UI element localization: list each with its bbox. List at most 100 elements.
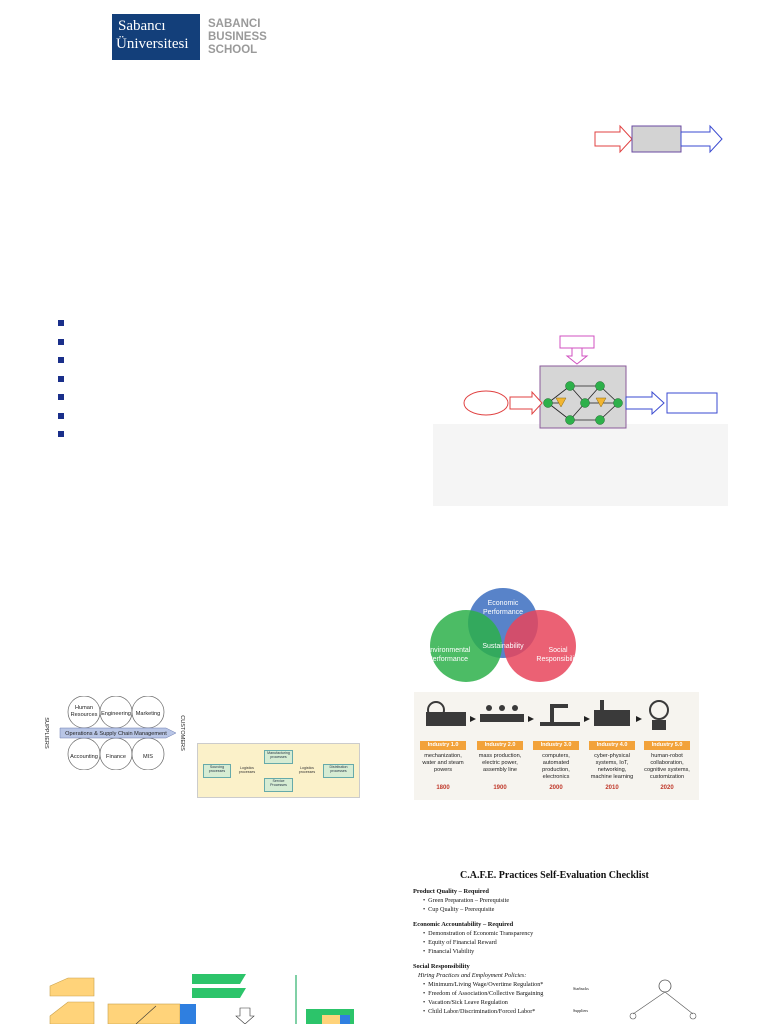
checklist-item: Equity of Financial Reward — [423, 939, 497, 946]
humanoid-robot-icon — [649, 700, 669, 720]
industry-description: mass production,electric power,assembly … — [478, 753, 522, 773]
blue-block — [180, 1004, 196, 1024]
checklist-item: Freedom of Association/Collective Bargai… — [423, 990, 543, 997]
industry-illustrations — [426, 700, 669, 730]
factory-iot-icon — [594, 710, 630, 726]
green-parallelogram — [192, 974, 246, 984]
checklist-item: Minimum/Living Wage/Overtime Regulation* — [423, 981, 543, 988]
university-logo: Sabancı Üniversitesi — [112, 14, 200, 60]
green-parallelogram — [192, 988, 246, 998]
decision-icon — [595, 397, 607, 408]
starbucks-label: Starbucks — [573, 986, 589, 991]
marketing-label: Marketing — [136, 711, 161, 717]
industry-tag: Industry 1.0 — [420, 741, 466, 750]
suppliers-label: Suppliers — [573, 1008, 589, 1013]
input-arrow-icon — [594, 124, 633, 154]
bullet-list — [58, 320, 64, 450]
checklist-item: Financial Viability — [423, 948, 474, 955]
cafe-checklist: C.A.F.E. Practices Self-Evaluation Check… — [413, 870, 713, 1024]
venn-top-line1: Economic — [488, 600, 519, 607]
output-arrow-icon — [625, 390, 665, 416]
parallelogram-shape — [49, 1001, 95, 1024]
checklist-item: Green Preparation – Prerequisite — [423, 897, 509, 904]
industry-tag: Industry 5.0 — [644, 741, 690, 750]
process-diagram-panel — [433, 424, 728, 506]
hr-label-line2: Resources — [71, 712, 98, 718]
transformation-box — [631, 125, 682, 153]
venn-left-line1: Environmental — [426, 647, 471, 654]
bullet-2 — [58, 338, 64, 345]
mis-label: MIS — [143, 754, 153, 760]
accounting-label: Accounting — [70, 754, 98, 760]
supply-network-icon — [629, 979, 697, 1020]
industry-year: 2010 — [605, 785, 619, 791]
business-functions-diagram: Human Resources Engineering Marketing Op… — [43, 696, 185, 770]
bullet-5 — [58, 394, 64, 400]
assembly-line-icon — [480, 714, 524, 722]
school-line-2: BUSINESS — [208, 31, 267, 43]
venn-right-line2: Responsibility — [536, 656, 580, 663]
bullet-6 — [58, 412, 64, 419]
venn-left-line2: Performance — [428, 656, 468, 663]
industry-year: 2020 — [660, 785, 674, 791]
parallelogram-shape — [49, 977, 95, 997]
venn-center: Sustainability — [482, 643, 524, 650]
school-line-3: SCHOOL — [208, 44, 258, 56]
output-arrow-icon — [680, 124, 723, 154]
steam-machine-icon — [426, 712, 466, 726]
industry-revolutions-timeline: Industry 1.0 Industry 2.0 Industry 3.0 I… — [414, 692, 699, 800]
logo-line-1: Sabancı — [118, 18, 166, 34]
bottom-right-fragment — [295, 975, 354, 1024]
blue-block — [340, 1015, 350, 1024]
industry-year: 2000 — [549, 785, 563, 791]
control-arrow-icon — [565, 347, 589, 365]
decision-icon — [555, 397, 567, 408]
sustainability-venn-diagram: Economic Performance Environmental Perfo… — [426, 588, 580, 682]
input-arrow-icon — [509, 390, 543, 416]
bullet-7 — [58, 431, 64, 437]
checklist-item: Cup Quality – Prerequisite — [423, 906, 494, 913]
product-quality-heading: Product Quality – Required — [413, 888, 489, 895]
checklist-item: Vacation/Sick Leave Regulation — [423, 999, 508, 1006]
logo-line-2: Üniversitesi — [116, 36, 189, 52]
business-school-wordmark: SABANCI BUSINESS SCHOOL — [208, 18, 278, 57]
industry-tag: Industry 2.0 — [477, 741, 523, 750]
operations-band — [59, 727, 177, 739]
timeline-arrows — [470, 716, 642, 722]
checklist-title: C.A.F.E. Practices Self-Evaluation Check… — [460, 870, 649, 881]
suppliers-label: SUPPLIERS — [43, 717, 49, 749]
environmental-circle — [430, 610, 502, 682]
industry-tag: Industry 3.0 — [533, 741, 579, 750]
bullet-3 — [58, 357, 64, 363]
bullet-4 — [58, 375, 64, 382]
finance-label: Finance — [106, 754, 126, 760]
down-arrow-icon — [235, 1007, 255, 1024]
input-ellipse — [463, 390, 509, 416]
engineering-label: Engineering — [101, 711, 131, 717]
network-nodes — [543, 381, 623, 425]
hr-label-line1: Human — [75, 705, 93, 711]
industry-year: 1900 — [493, 785, 507, 791]
social-circle — [504, 610, 576, 682]
process-box — [539, 365, 627, 429]
industry-tag: Industry 4.0 — [589, 741, 635, 750]
process-block — [107, 1003, 181, 1024]
industry-year: 1800 — [436, 785, 450, 791]
checklist-item: Demonstration of Economic Transparency — [423, 930, 533, 937]
control-box — [559, 335, 595, 349]
economic-accountability-heading: Economic Accountability – Required — [413, 921, 514, 928]
output-box — [666, 392, 718, 414]
school-line-1: SABANCI — [208, 18, 261, 30]
checklist-item: Child Labor/Discrimination/Forced Labor* — [423, 1008, 535, 1015]
